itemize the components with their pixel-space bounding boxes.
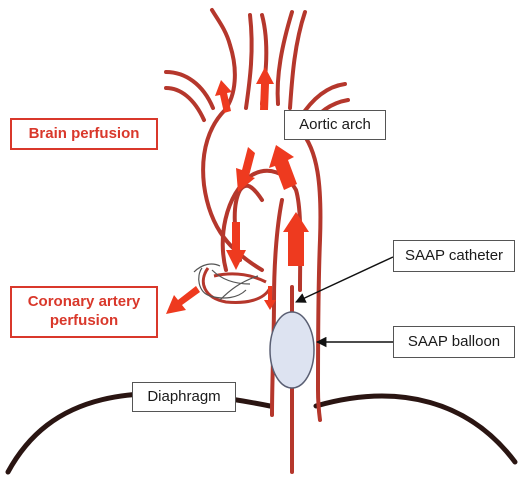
coronary-perfusion-label: Coronary artery perfusion bbox=[10, 286, 158, 338]
flow-arrow-up-lower bbox=[283, 212, 309, 266]
saap-balloon bbox=[270, 312, 314, 388]
flow-arrow-up-upper bbox=[269, 145, 297, 190]
saap-catheter-pointer bbox=[296, 257, 393, 302]
diaphragm-curve bbox=[8, 393, 515, 472]
aorta-vessel-walls bbox=[166, 10, 348, 420]
diaphragm-label: Diaphragm bbox=[132, 382, 236, 412]
aortic-arch-label: Aortic arch bbox=[284, 110, 386, 140]
flow-arrow-coronary bbox=[166, 286, 200, 314]
saap-catheter-label: SAAP catheter bbox=[393, 240, 515, 272]
saap-balloon-label: SAAP balloon bbox=[393, 326, 515, 358]
brain-perfusion-label: Brain perfusion bbox=[10, 118, 158, 150]
flow-arrow-left-carotid bbox=[215, 80, 232, 113]
flow-arrow-down-arch bbox=[236, 147, 255, 192]
flow-arrow-right-carotid bbox=[256, 67, 274, 110]
